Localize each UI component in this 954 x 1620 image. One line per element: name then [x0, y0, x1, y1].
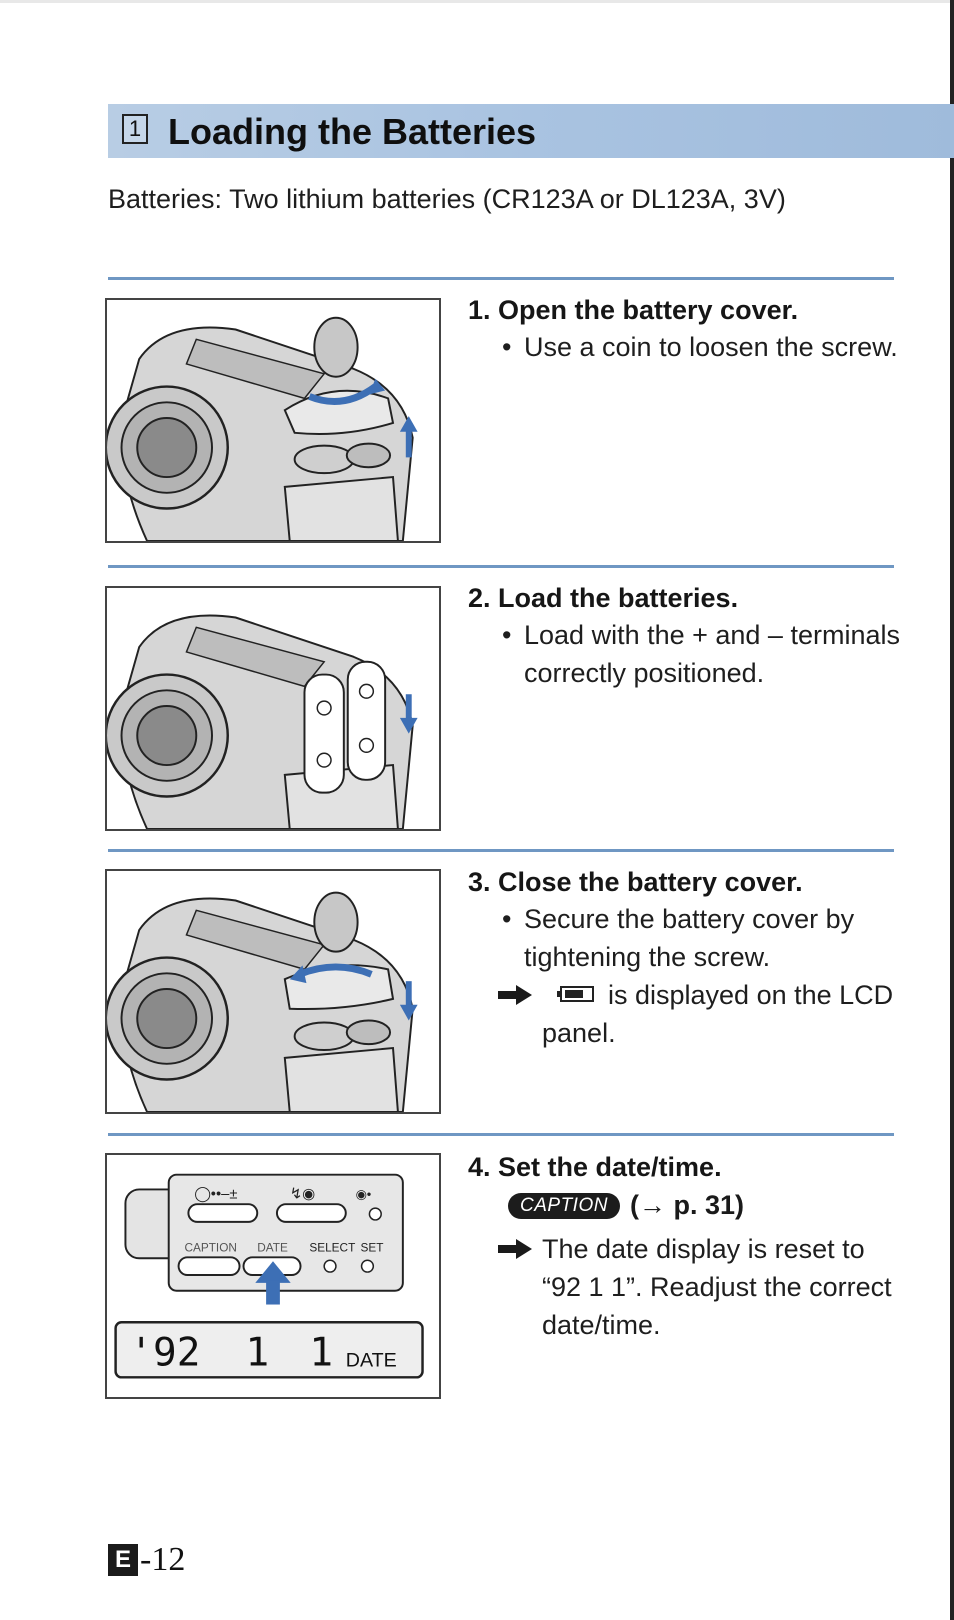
step-reference: CAPTION (→ p. 31): [508, 1185, 908, 1230]
panel-caption-label: CAPTION: [184, 1240, 236, 1254]
step-1: 1. Open the battery cover. • Use a coin …: [468, 292, 908, 366]
battery-spec-text: Batteries: Two lithium batteries (CR123A…: [108, 184, 786, 214]
svg-text:↯◉: ↯◉: [290, 1186, 315, 1202]
illustration-load-batteries: [105, 586, 441, 831]
result-arrow-icon: [498, 1239, 532, 1259]
caption-badge: CAPTION: [508, 1193, 620, 1219]
illustration-open-cover: [105, 298, 441, 543]
bullet-text: Use a coin to loosen the screw.: [524, 332, 898, 362]
lcd-month: 1: [245, 1330, 269, 1376]
bullet-text: Load with the + and – terminals correctl…: [524, 620, 900, 688]
step-bullet: • Use a coin to loosen the screw.: [502, 328, 908, 366]
svg-text:◉•: ◉•: [356, 1186, 372, 1201]
panel-date-label: DATE: [257, 1240, 288, 1254]
bullet-text: Secure the battery cover by tightening t…: [524, 904, 855, 972]
result-arrow-icon: [498, 985, 532, 1005]
page-number-text: -12: [140, 1541, 186, 1578]
result-text: The date display is reset to “92 1 1”. R…: [542, 1234, 892, 1340]
battery-icon: [557, 985, 594, 1002]
up-arrow-icon: [255, 1261, 291, 1283]
step-2: 2. Load the batteries. • Load with the +…: [468, 580, 908, 692]
bullet-dot-icon: •: [502, 904, 512, 934]
step-divider: [108, 277, 894, 280]
illustration-control-panel: ◯••–± ↯◉ ◉• CAPTION DATE SELECT SET '92 …: [105, 1153, 441, 1399]
step-title: 2. Load the batteries.: [468, 583, 739, 613]
panel-select-label: SELECT: [309, 1240, 355, 1254]
step-4: 4. Set the date/time. CAPTION (→ p. 31) T…: [468, 1149, 908, 1344]
bullet-dot-icon: •: [502, 620, 512, 650]
lcd-year: '92: [129, 1330, 200, 1376]
step-title: 1. Open the battery cover.: [468, 295, 799, 325]
step-3: 3. Close the battery cover. • Secure the…: [468, 864, 908, 1052]
step-title: 4. Set the date/time.: [468, 1152, 722, 1182]
panel-set-label: SET: [361, 1240, 384, 1254]
step-divider: [108, 849, 894, 852]
step-result: The date display is reset to “92 1 1”. R…: [498, 1230, 908, 1344]
illustration-close-cover: [105, 869, 441, 1114]
page-right-edge: [950, 0, 954, 1620]
step-divider: [108, 565, 894, 568]
language-badge: E: [108, 1544, 138, 1576]
step-result: is displayed on the LCD panel.: [498, 976, 908, 1052]
page-reference: (→ p. 31): [629, 1190, 744, 1220]
page-top-edge: [0, 0, 954, 3]
step-bullet: • Load with the + and – terminals correc…: [502, 616, 908, 692]
svg-text:◯••–±: ◯••–±: [194, 1186, 237, 1202]
lcd-date-label: DATE: [346, 1350, 397, 1372]
lcd-day: 1: [309, 1330, 333, 1376]
step-bullet: • Secure the battery cover by tightening…: [502, 900, 908, 976]
step-title: 3. Close the battery cover.: [468, 867, 803, 897]
bullet-dot-icon: •: [502, 332, 512, 362]
section-header: 1 Loading the Batteries: [108, 104, 954, 158]
result-text: is displayed on the LCD panel.: [542, 980, 894, 1048]
section-number: 1: [122, 114, 148, 144]
step-divider: [108, 1133, 894, 1136]
section-title: Loading the Batteries: [168, 111, 537, 152]
